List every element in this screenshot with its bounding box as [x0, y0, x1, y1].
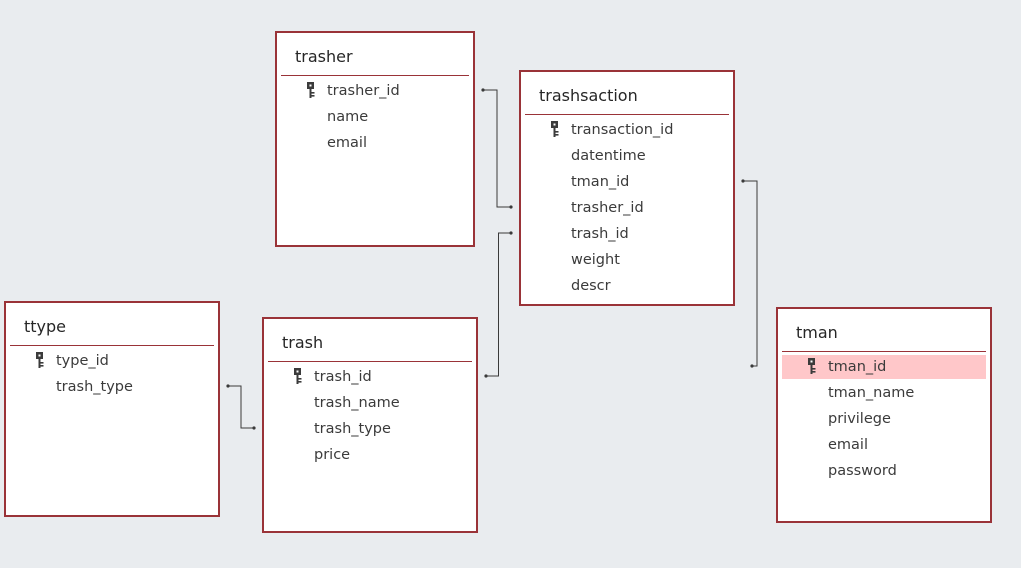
field-label: password	[828, 463, 897, 479]
field-trash_name[interactable]: trash_name	[268, 391, 472, 415]
field-label: transaction_id	[571, 122, 674, 138]
field-price[interactable]: price	[268, 443, 472, 467]
field-privilege[interactable]: privilege	[782, 407, 986, 431]
field-tman_id[interactable]: tman_id	[782, 355, 986, 379]
field-tman_name[interactable]: tman_name	[782, 381, 986, 405]
relationship-start-dot	[226, 384, 230, 388]
field-email[interactable]: email	[782, 433, 986, 457]
relationship-start-dot	[481, 88, 485, 92]
field-weight[interactable]: weight	[525, 248, 729, 272]
field-name[interactable]: name	[281, 105, 469, 129]
table-title[interactable]: trasher	[295, 47, 353, 66]
title-divider	[10, 345, 214, 346]
primary-key-icon	[292, 367, 304, 387]
field-label: trash_name	[314, 395, 400, 411]
field-type_id[interactable]: type_id	[10, 349, 214, 373]
table-title[interactable]: tman	[796, 323, 838, 342]
field-trasher_id[interactable]: trasher_id	[525, 196, 729, 220]
field-label: email	[828, 437, 868, 453]
table-title[interactable]: ttype	[24, 317, 67, 336]
field-trash_type[interactable]: trash_type	[268, 417, 472, 441]
table-tman[interactable]: tman tman_id tman_name privilege email passwo…	[776, 307, 992, 523]
relationship-end-dot	[252, 426, 256, 430]
field-label: name	[327, 109, 369, 125]
primary-key-icon	[806, 357, 818, 377]
field-tman_id[interactable]: tman_id	[525, 170, 729, 194]
relationship-tman-trashsaction[interactable]	[743, 180, 758, 367]
field-trash_type[interactable]: trash_type	[10, 375, 214, 399]
field-label: tman_id	[571, 174, 630, 190]
field-label: datentime	[571, 148, 646, 164]
primary-key-icon	[34, 351, 46, 371]
field-trash_id[interactable]: trash_id	[268, 365, 472, 389]
title-divider	[782, 351, 986, 352]
table-title[interactable]: trashsaction	[539, 86, 638, 105]
field-label: trash_type	[314, 421, 391, 437]
field-label: price	[314, 447, 351, 463]
table-title[interactable]: trash	[282, 333, 324, 352]
relationship-end-dot	[741, 179, 745, 183]
title-divider	[281, 75, 469, 76]
field-datentime[interactable]: datentime	[525, 144, 729, 168]
table-ttype[interactable]: ttype type_id trash_type	[4, 301, 220, 517]
relationship-end-dot	[509, 205, 513, 209]
field-label: descr	[571, 278, 611, 294]
field-descr[interactable]: descr	[525, 274, 729, 298]
field-transaction_id[interactable]: transaction_id	[525, 118, 729, 142]
relationship-start-dot	[750, 364, 754, 368]
field-label: trash_type	[56, 379, 133, 395]
field-password[interactable]: password	[782, 459, 986, 483]
field-label: trasher_id	[571, 200, 644, 216]
field-label: weight	[571, 252, 620, 268]
field-label: tman_name	[828, 385, 915, 401]
field-label: trash_id	[571, 226, 629, 242]
primary-key-icon	[305, 81, 317, 101]
field-label: privilege	[828, 411, 891, 427]
field-trasher_id[interactable]: trasher_id	[281, 79, 469, 103]
field-label: trash_id	[314, 369, 372, 385]
field-label: trasher_id	[327, 83, 400, 99]
relationship-trash-trashsaction[interactable]	[486, 232, 511, 377]
title-divider	[268, 361, 472, 362]
primary-key-icon	[549, 120, 561, 140]
relationship-trasher-trashsaction[interactable]	[483, 89, 511, 208]
relationship-ttype-trash[interactable]	[228, 385, 254, 429]
field-trash_id[interactable]: trash_id	[525, 222, 729, 246]
field-label: tman_id	[828, 359, 887, 375]
relationship-start-dot	[484, 374, 488, 378]
field-label: type_id	[56, 353, 109, 369]
table-trashsaction[interactable]: trashsaction transaction_id datentime tman_…	[519, 70, 735, 306]
field-email[interactable]: email	[281, 131, 469, 155]
relationship-end-dot	[509, 231, 513, 235]
title-divider	[525, 114, 729, 115]
field-label: email	[327, 135, 367, 151]
